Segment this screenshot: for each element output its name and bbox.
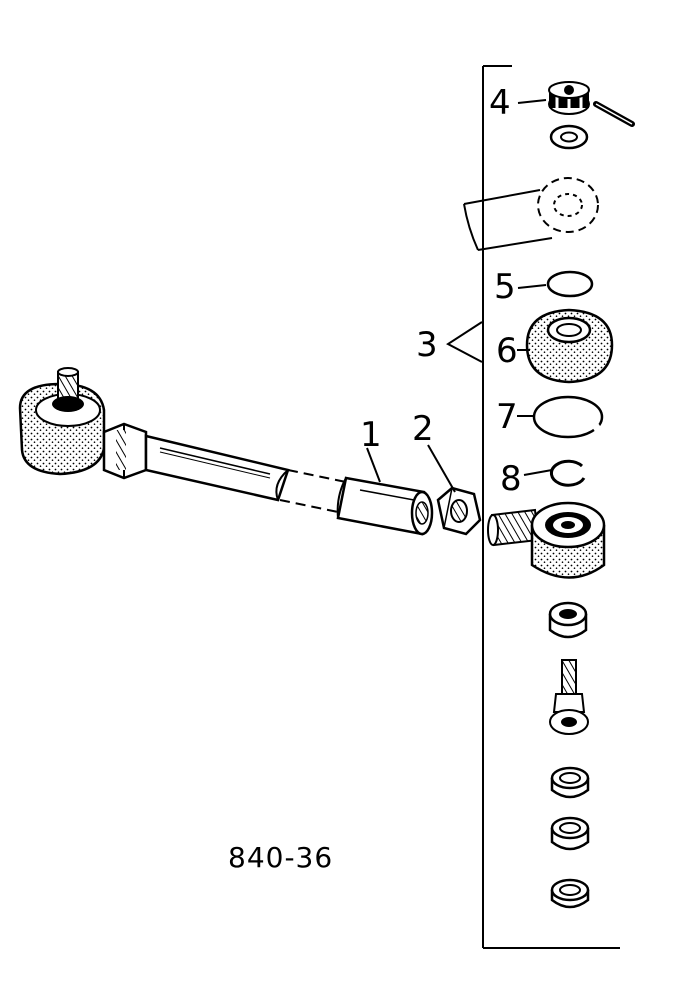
callout-3-bracket (446, 321, 483, 363)
tube-part-1 (336, 476, 434, 536)
cotter-pin (593, 101, 635, 127)
boot-part-6 (525, 308, 614, 384)
ball-stud (549, 659, 589, 735)
hex-nut-part-2 (436, 486, 482, 536)
callout-2: 2 (412, 409, 434, 449)
bushing-3 (550, 878, 590, 909)
steering-arm-outline (463, 177, 599, 251)
castle-nut-part-4 (548, 81, 590, 115)
callout-5: 5 (494, 267, 516, 307)
ring-part-7 (532, 395, 604, 439)
washer (549, 124, 589, 150)
tube-left-segment (144, 434, 290, 502)
clip-ring-part-8 (549, 459, 586, 487)
tie-rod-end-left (18, 367, 106, 476)
ring-part-5 (546, 270, 594, 298)
bushing-2 (550, 816, 590, 851)
callout-4: 4 (489, 83, 511, 123)
drawing-id: 840-36 (228, 841, 333, 874)
callout-8: 8 (500, 459, 522, 499)
callout-6: 6 (496, 331, 518, 371)
callout-1: 1 (360, 415, 382, 455)
break-lines (279, 469, 347, 513)
bushing-1 (550, 766, 590, 799)
leader-lines (366, 99, 553, 493)
seat (548, 601, 588, 639)
callout-3: 3 (416, 325, 438, 365)
tie-rod-end-right (487, 501, 606, 579)
assembly-bracket (482, 65, 620, 949)
callout-7: 7 (496, 397, 518, 437)
left-jam-nut (102, 422, 148, 480)
